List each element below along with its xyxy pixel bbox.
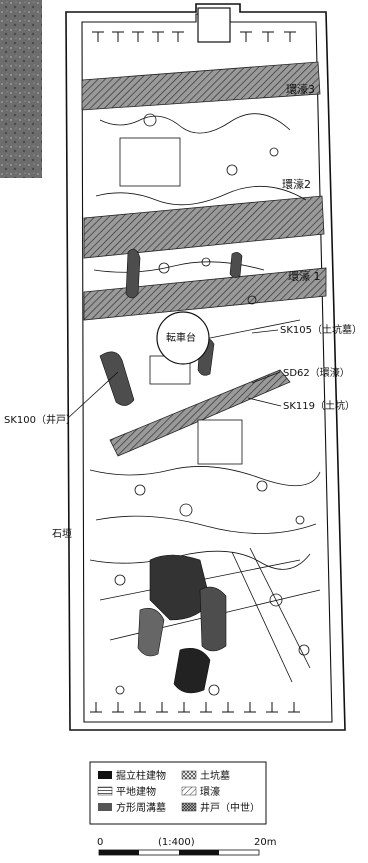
moat-1-band [83, 267, 327, 321]
legend-label-well: 井戸（中世） [200, 801, 260, 814]
label-sk100: SK100（井戸） [4, 413, 76, 426]
dark-features [99, 248, 243, 694]
site-outer-wall [65, 3, 346, 731]
moat-3-band [81, 61, 321, 111]
legend-swatch-post-building [98, 771, 112, 779]
top-structure [197, 7, 231, 43]
aerial-photo-fragment [0, 0, 42, 178]
scale-end-label: 20m [254, 837, 276, 848]
moat-2-band [83, 195, 325, 259]
label-sk105: SK105（土坑墓） [280, 323, 362, 336]
label-moat-1: 環濠 1 [288, 269, 321, 283]
legend-swatch-pit-grave [181, 770, 197, 780]
label-moat-3: 環濠3 [286, 82, 315, 96]
legend-swatch-ground-building [97, 786, 113, 796]
scale-ratio-label: (1:400) [158, 837, 195, 848]
scale-bar: 0 (1:400) 20m [97, 837, 276, 856]
legend-frame [89, 761, 267, 825]
legend-swatch-moat [181, 786, 197, 796]
legend-label-pit-grave: 土坑墓 [200, 769, 230, 782]
leader-sk119 [247, 397, 282, 407]
label-moat-2: 環濠2 [282, 177, 311, 191]
legend-swatch-square-burial [98, 803, 112, 811]
label-sd62: SD62（環濠） [283, 366, 350, 379]
label-stone-wall: 石垣 [52, 528, 72, 540]
leader-sk100 [67, 371, 119, 419]
leader-sk105 [251, 329, 279, 334]
scale-bar-segment-1 [99, 850, 139, 855]
scale-bar-segment-2 [179, 850, 219, 855]
legend-swatch-well [181, 802, 197, 812]
label-turntable: 転車台 [166, 331, 196, 344]
turntable-circle [156, 311, 210, 365]
legend-label-post-building: 掘立柱建物 [116, 769, 166, 782]
sd62-moat-diagonal [109, 369, 291, 457]
legend-label-square-burial: 方形周溝墓 [116, 801, 166, 814]
legend-label-moat: 環濠 [200, 785, 220, 798]
label-sk119: SK119（土坑） [283, 399, 355, 412]
legend-label-ground-building: 平地建物 [116, 785, 156, 798]
leader-sd62 [251, 371, 281, 384]
scale-start-label: 0 [97, 837, 103, 848]
boundary-stakes [90, 31, 300, 713]
map-legend: 掘立柱建物 平地建物 方形周溝墓 土坑墓 環濠 井戸（中世） [89, 761, 267, 825]
